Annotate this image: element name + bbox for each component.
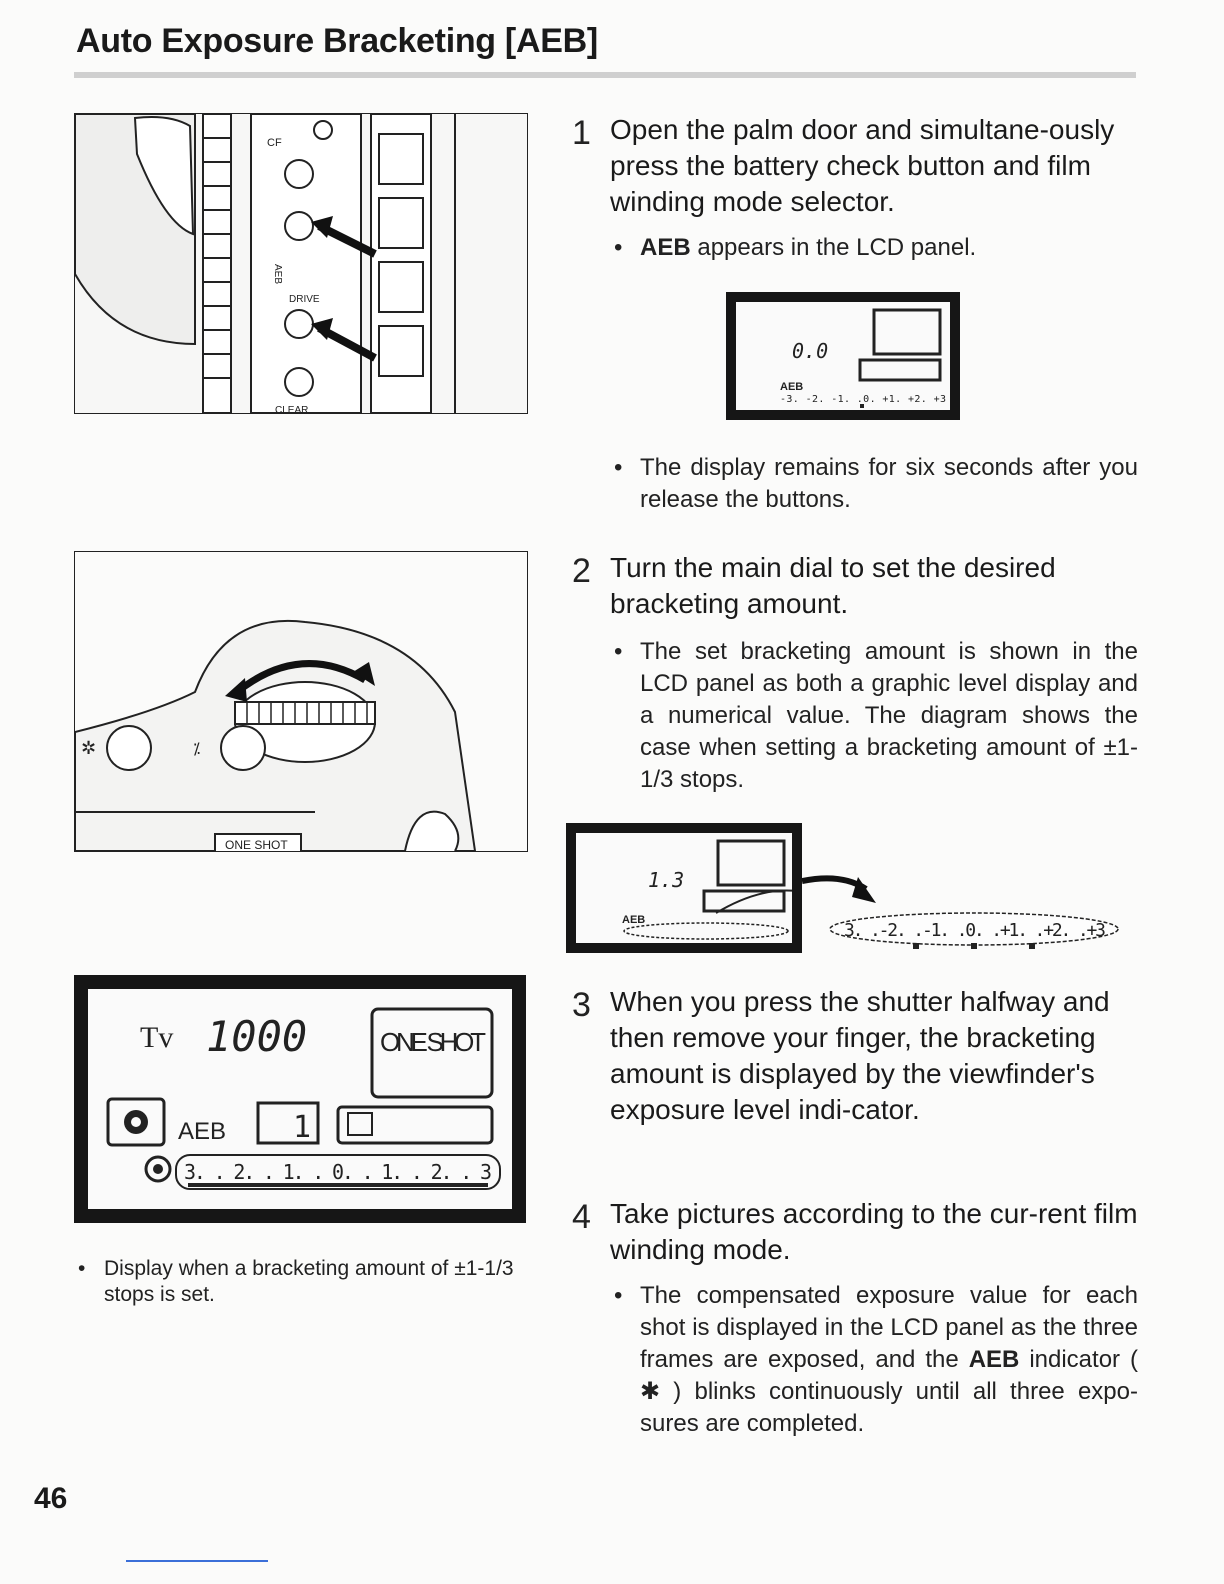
frame-counter: 1 — [293, 1110, 311, 1145]
figure-top-lcd: Tv 1000 ONE SHOT AEB 1 3. . 2. . 1. . 0.… — [74, 975, 526, 1223]
figure-caption: Display when a bracketing amount of ±1-1… — [76, 1256, 526, 1308]
one-shot-label: ONE SHOT — [225, 838, 288, 851]
bullet-bracketing-amount: The set bracketing amount is shown in th… — [612, 636, 1138, 796]
bullet-bold: AEB — [640, 234, 691, 261]
lcd-panel-bracketing: 1.3 AEB 3. .-2. .-1. .0. .+1. .+2. .+3 — [566, 823, 1126, 955]
lcd-scale: -3. -2. -1. .0. +1. +2. +3 — [780, 394, 946, 405]
lcd-aeb: AEB — [780, 381, 803, 393]
aeb-vertical-label: AEB — [272, 264, 283, 284]
lcd-panel-aeb: 0.0 AEB -3. -2. -1. .0. +1. +2. +3 — [726, 292, 960, 420]
bullet-text-end: indicator ( ✱ ) blinks continuously unti… — [640, 1346, 1139, 1437]
footer-link-underline — [126, 1560, 268, 1562]
step-2: 2 Turn the main dial to set the desired … — [572, 550, 1138, 622]
zoom-scale: 3. .-2. .-1. .0. .+1. .+2. .+3 — [844, 920, 1106, 941]
step-number: 4 — [572, 1198, 591, 1236]
title-rule — [74, 72, 1136, 78]
clear-label: CLEAR — [275, 405, 308, 413]
lcd-value: 0.0 — [792, 339, 828, 363]
lcd2-value: 1.3 — [648, 868, 684, 892]
exposure-scale: 3. . 2. . 1. . 0. . 1. . 2. . 3 — [184, 1160, 492, 1184]
step-1: 1 Open the palm door and simultane-ously… — [572, 112, 1138, 220]
bullet-display-remains: The display remains for six seconds afte… — [612, 452, 1138, 516]
figure-camera-buttons: CF AEB DRIVE CLEAR — [74, 113, 528, 414]
svg-text:✲: ✲ — [81, 738, 96, 759]
cf-label: CF — [267, 137, 282, 149]
tv-label: Tv — [140, 1021, 173, 1054]
figure-main-dial: ✲ ⁒ ONE SHOT — [74, 551, 528, 852]
svg-text:⁒: ⁒ — [193, 739, 200, 758]
lcd2-aeb: AEB — [622, 914, 645, 926]
drive-label: DRIVE — [289, 294, 320, 305]
step-number: 1 — [572, 114, 591, 152]
step-3: 3 When you press the shutter halfway and… — [572, 984, 1138, 1128]
step-text: Turn the main dial to set the desired br… — [610, 552, 1056, 619]
bullet-compensated-exposure: The compensated exposure value for each … — [612, 1280, 1138, 1440]
aeb-lcd-label: AEB — [178, 1118, 226, 1145]
step-text: Take pictures according to the cur-rent … — [610, 1198, 1138, 1265]
step-number: 2 — [572, 552, 591, 590]
page-title: Auto Exposure Bracketing [AEB] — [76, 22, 598, 60]
one-shot-lcd: ONE SHOT — [380, 1027, 486, 1057]
bullet-text: The compensated exposure value for each … — [640, 1282, 1138, 1373]
bullet-aeb-appears: AEB appears in the LCD panel. — [612, 232, 1138, 264]
step-4: 4 Take pictures according to the cur-ren… — [572, 1196, 1138, 1268]
shutter-speed: 1000 — [206, 1012, 307, 1061]
step-number: 3 — [572, 986, 591, 1024]
step-text: Open the palm door and simultane-ously p… — [610, 114, 1115, 217]
step-text: When you press the shutter halfway and t… — [610, 986, 1110, 1125]
bullet-text: appears in the LCD panel. — [690, 234, 977, 261]
bullet-bold: AEB — [968, 1346, 1020, 1373]
page-number: 46 — [34, 1482, 68, 1515]
